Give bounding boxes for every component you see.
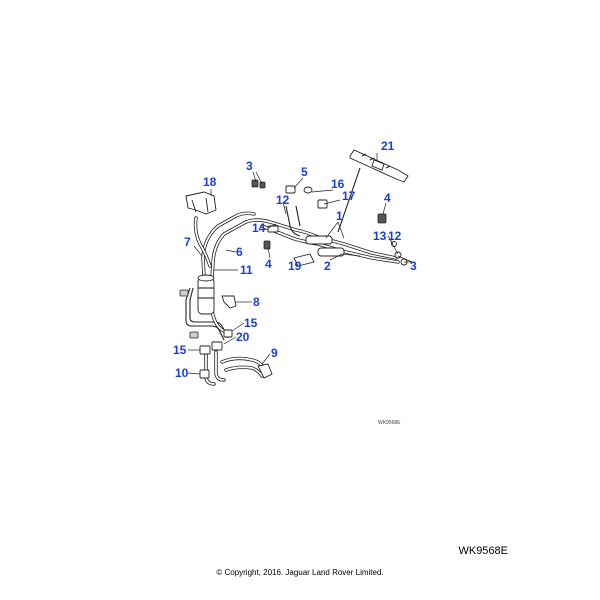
callout-12-left: 12: [276, 193, 290, 207]
diagram-small-ref: WK9568E: [378, 420, 401, 426]
callout-20: 20: [236, 330, 250, 344]
callout-9: 9: [271, 346, 278, 360]
callout-15-upper: 15: [244, 316, 258, 330]
reference-code: WK9568E: [458, 545, 508, 557]
callout-6: 6: [236, 245, 243, 259]
callout-1: 1: [336, 209, 343, 223]
pipe-assembly-left: [185, 167, 400, 386]
callout-15-lower: 15: [173, 343, 187, 357]
callout-10: 10: [175, 366, 189, 380]
callout-14: 14: [252, 221, 266, 235]
callout-3-right: 3: [410, 259, 417, 273]
callout-21: 21: [381, 139, 395, 153]
callout-4-center: 4: [265, 257, 272, 271]
copyright-notice: © Copyright, 2016. Jaguar Land Rover Lim…: [216, 568, 384, 577]
callout-16: 16: [331, 177, 345, 191]
callout-13: 13: [373, 229, 387, 243]
callout-19: 19: [288, 259, 302, 273]
leader-lines: [187, 153, 413, 375]
callout-11: 11: [240, 263, 253, 277]
callout-5: 5: [301, 165, 308, 179]
callout-7: 7: [184, 235, 191, 249]
bracket-part: [185, 191, 217, 215]
callout-labels: 21 3 5 18 16 17 12 4 1 14 7 13 12 6 4 19…: [173, 139, 417, 426]
callout-17: 17: [342, 189, 356, 203]
callout-3-top: 3: [246, 159, 253, 173]
small-fittings: [179, 179, 408, 379]
callout-8: 8: [253, 295, 260, 309]
callout-18: 18: [203, 175, 217, 189]
callout-12-right: 12: [388, 229, 402, 243]
receiver-drier: [197, 274, 215, 315]
hose-part: [349, 149, 409, 183]
callout-4-right: 4: [384, 191, 391, 205]
callout-2: 2: [324, 259, 331, 273]
